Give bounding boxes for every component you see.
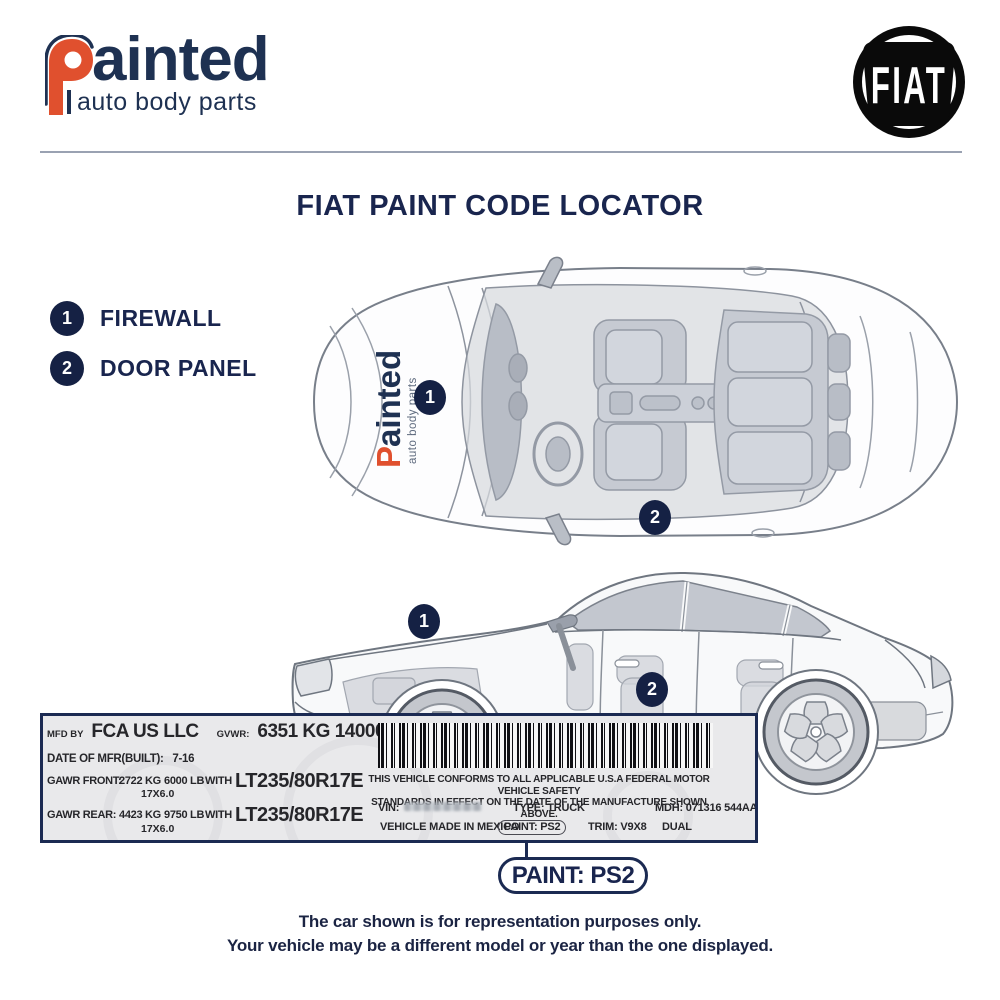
logo-divider-bar	[67, 90, 71, 114]
painted-logo-p-icon	[45, 35, 94, 115]
marker-door-panel-top-view: 2	[639, 500, 671, 535]
mfd-by-value: FCA US LLC	[91, 721, 199, 742]
disclaimer: The car shown is for representation purp…	[0, 910, 1000, 958]
gawr-rear-kg: 4423 KG	[119, 809, 161, 821]
car-top-view-diagram: P ainted auto body parts	[312, 256, 959, 546]
gawr-rear-rim: 17X6.0	[141, 823, 175, 835]
paint-code-field: PAINT: PS2	[498, 820, 567, 835]
gawr-front-tire: LT235/80R17E	[235, 770, 364, 792]
fiat-logo-text: FIAT	[871, 57, 947, 115]
legend-item-door-panel: 2 DOOR PANEL	[50, 350, 257, 386]
vehicle-certification-label: MFD BY FCA US LLC GVWR: 6351 KG 14000 LB…	[40, 713, 758, 843]
legend-label: FIREWALL	[100, 304, 222, 331]
conformance-line1: THIS VEHICLE CONFORMS TO ALL APPLICABLE …	[368, 774, 710, 797]
gawr-front-kg: 2722 KG	[119, 775, 161, 787]
steering-wheel	[532, 421, 584, 487]
label-watermark-texture	[103, 756, 223, 840]
page-title: FIAT PAINT CODE LOCATOR	[296, 190, 704, 222]
interior-group	[481, 303, 851, 501]
conformance-line2: STANDARDS IN EFFECT ON THE DATE OF THE M…	[371, 797, 707, 820]
label-row-date: DATE OF MFR(BUILT): 7-16	[47, 753, 195, 765]
vin-field: VIN:	[378, 802, 483, 814]
header-divider	[40, 151, 962, 153]
rear-wheel	[753, 669, 879, 795]
mdh-field: MDH: 071316 544AA	[655, 802, 758, 814]
marker-firewall-top-view: 1	[414, 380, 446, 415]
gawr-front-rim: 17X6.0	[141, 788, 175, 800]
gvwr-label: GVWR:	[216, 729, 250, 740]
date-label: DATE OF MFR(BUILT):	[47, 753, 164, 765]
callout-connector-line	[525, 842, 528, 862]
dual-field: DUAL	[662, 821, 692, 833]
label-watermark-texture	[603, 771, 693, 840]
conformance-statement: THIS VEHICLE CONFORMS TO ALL APPLICABLE …	[361, 774, 717, 820]
type-field: TYPE: TRUCK	[513, 802, 585, 814]
watermark-ainted: ainted	[370, 350, 407, 447]
gawr-rear-with: WITH	[205, 809, 232, 821]
label-row-mfd: MFD BY FCA US LLC GVWR: 6351 KG 14000 LB	[47, 721, 415, 743]
tail-light	[930, 654, 952, 690]
painted-logo-tagline: auto body parts	[77, 88, 257, 116]
gawr-rear-lb: 9750 LB	[164, 809, 205, 821]
side-mirror-icon	[536, 256, 564, 289]
gawr-front-label: GAWR FRONT:	[47, 775, 122, 787]
legend-label: DOOR PANEL	[100, 354, 257, 381]
fiat-logo: FIAT	[853, 26, 965, 138]
headlight	[294, 658, 333, 697]
vin-value-redacted	[404, 802, 483, 811]
door-handle	[758, 661, 784, 670]
side-mirror-icon	[546, 614, 578, 633]
watermark-p: P	[370, 446, 407, 468]
date-value: 7-16	[172, 753, 195, 765]
painted-logo: ainted auto body parts	[45, 25, 365, 125]
legend-number-badge: 1	[50, 300, 84, 336]
legend-number-badge: 2	[50, 350, 84, 386]
hood-watermark: P ainted auto body parts	[370, 350, 419, 468]
disclaimer-line2: Your vehicle may be a different model or…	[226, 936, 774, 955]
paint-code-callout: PAINT: PS2	[498, 857, 648, 894]
gawr-rear-label: GAWR REAR:	[47, 809, 117, 821]
disclaimer-line1: The car shown is for representation purp…	[298, 912, 702, 931]
gawr-rear-tire: LT235/80R17E	[235, 804, 364, 826]
door-handle	[614, 659, 640, 668]
painted-logo-text: ainted	[92, 25, 270, 94]
gawr-front-with: WITH	[205, 775, 232, 787]
mfd-by-label: MFD BY	[47, 729, 84, 740]
gawr-front-lb: 6000 LB	[164, 775, 205, 787]
legend-item-firewall: 1 FIREWALL	[50, 300, 222, 336]
vin-label: VIN:	[378, 802, 400, 814]
barcode	[378, 723, 713, 768]
paint-code-circled: PAINT: PS2	[498, 820, 567, 835]
side-mirror-icon	[544, 513, 572, 546]
gvwr-value: 6351 KG 14000 LB	[257, 721, 415, 742]
trim-field: TRIM: V9X8	[588, 821, 647, 833]
marker-firewall-side-view: 1	[408, 604, 440, 639]
made-in-field: VEHICLE MADE IN MEXICO	[380, 821, 520, 833]
marker-door-panel-side-view: 2	[636, 672, 668, 707]
